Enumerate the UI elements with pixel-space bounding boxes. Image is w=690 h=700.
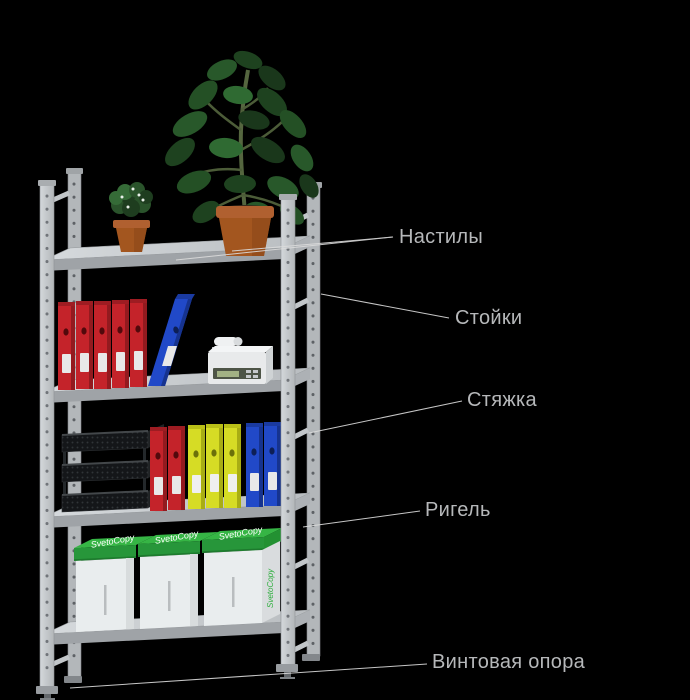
upright-post-front-left [38,180,56,689]
screw-foot-front-right [276,664,298,679]
upright-post-back-right [305,182,322,657]
box-brand-side-text: SvetoCopy [266,568,275,608]
leader-line-decking-1 [231,236,394,252]
label-screw-foot: Винтовая опора [432,651,586,673]
binders-row-shelf3 [150,422,281,511]
paper-box-2: SvetoCopy [137,528,218,629]
leaning-blue-binder [148,294,195,386]
small-plant [109,182,153,217]
mesh-letter-trays [61,424,164,513]
red-binders-row [58,299,147,390]
screw-foot-back-right [302,654,320,661]
label-beam: Ригель [425,499,491,521]
leader-line-tie [308,400,463,434]
screw-foot-front-left [36,686,58,700]
desk-device [208,337,273,384]
leader-line-decking-2 [175,236,394,261]
screw-foot-back-left [64,676,82,683]
leader-line-uprights [320,293,450,319]
label-decking: Настилы [399,226,484,248]
leader-line-beam [302,510,421,528]
leader-lines [69,236,463,689]
paper-box-1: SvetoCopy [73,532,154,632]
label-tie: Стяжка [467,389,537,411]
paper-box-3: SvetoCopy SvetoCopy [201,524,282,626]
large-plant [165,50,319,225]
upright-post-front-right [279,194,297,667]
shelf-deck-1 [43,235,311,271]
large-plant-pot [216,205,274,256]
leader-line-screw-foot [69,663,428,689]
label-uprights: Стойки [455,307,523,329]
small-plant-pot [113,220,150,252]
